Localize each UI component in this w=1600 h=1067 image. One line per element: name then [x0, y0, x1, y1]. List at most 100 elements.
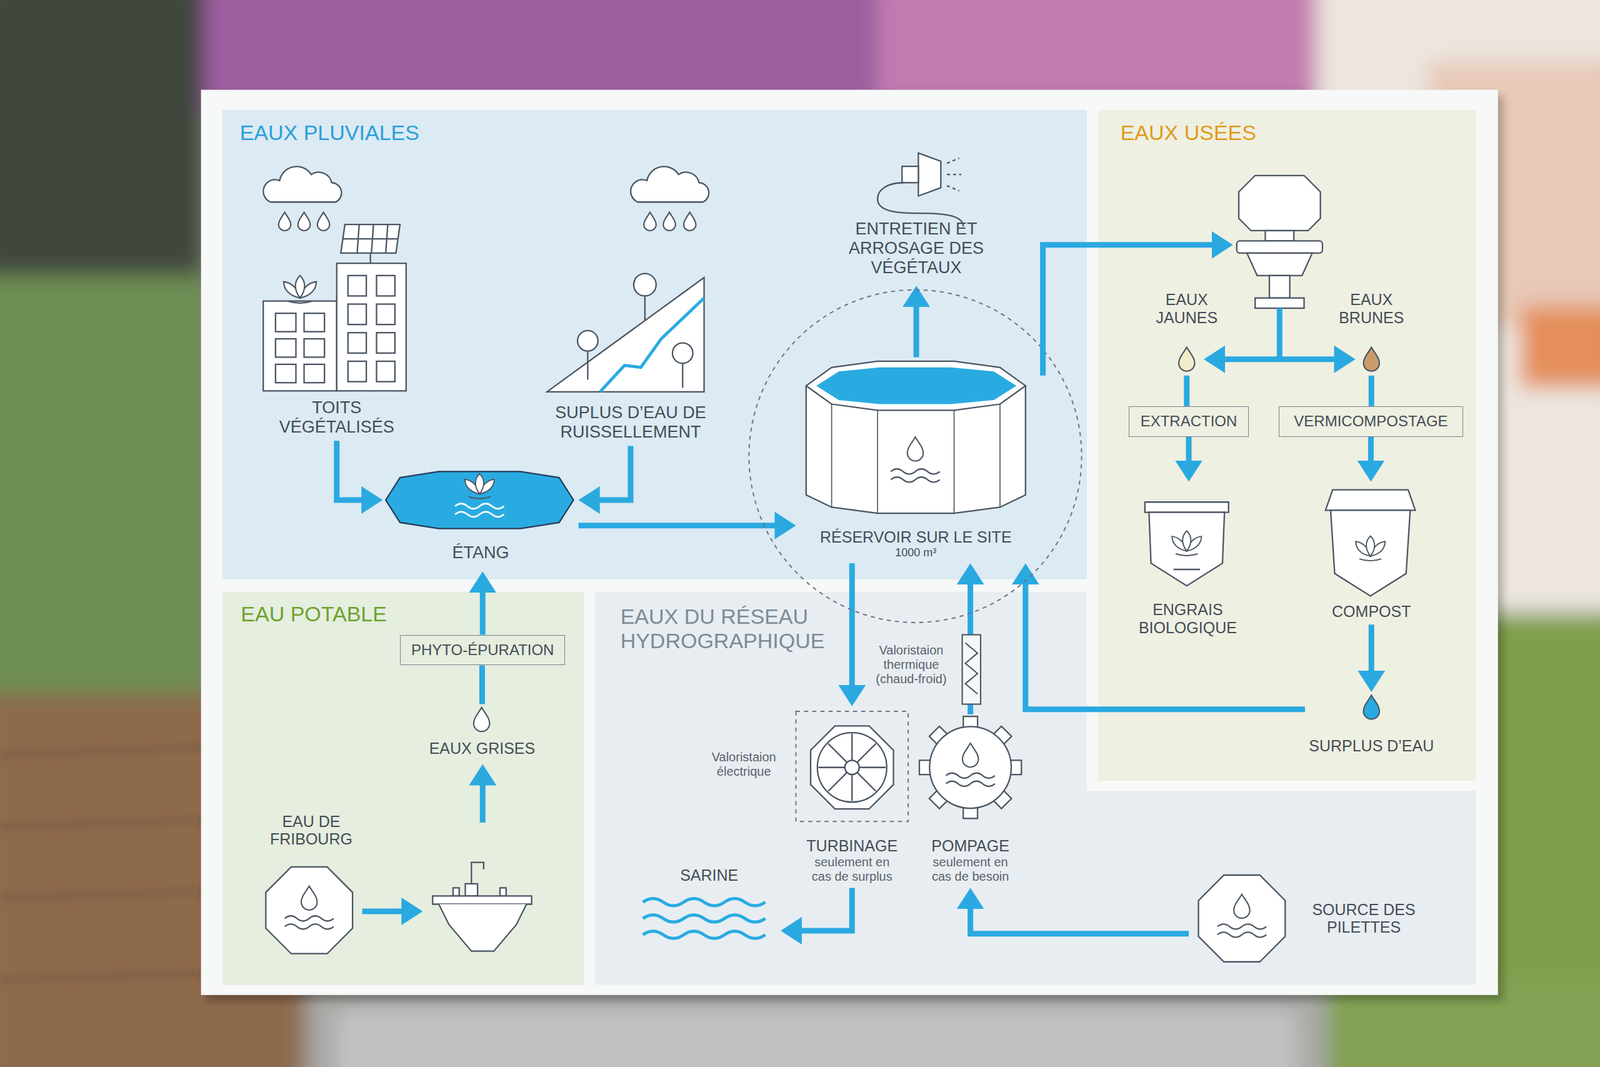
sprinkler-icon: [877, 153, 964, 227]
side-note: Valoristaion électrique: [704, 750, 784, 779]
fertilizer-bag: [1145, 501, 1229, 586]
node-label: EXTRACTION: [1140, 412, 1238, 430]
green-roof-buildings: [348, 361, 367, 382]
board: [201, 90, 1499, 995]
node-label: TURBINAGE: [806, 836, 898, 855]
pond-icon: [385, 471, 574, 529]
water-source-icon: [265, 866, 1285, 962]
green-roof-buildings: [263, 224, 407, 391]
node-label: ENGRAIS BIOLOGIQUE: [1126, 600, 1249, 637]
blurred-scenery: [0, 0, 205, 276]
blurred-scenery: [0, 275, 205, 715]
runoff-hill: [633, 273, 657, 297]
rain-cloud: [263, 166, 709, 231]
process-box: VERMICOMPOSTAGE: [1278, 406, 1464, 437]
pond-icon: [465, 473, 495, 499]
rain-cloud: [643, 212, 657, 231]
fertilizer-bag: [1148, 512, 1225, 587]
water-drop: [1178, 347, 1195, 372]
green-roof-buildings: [376, 332, 395, 354]
runoff-hill: [600, 298, 705, 392]
pump-gear: [945, 781, 995, 787]
green-roof-buildings: [275, 364, 297, 383]
green-roof-buildings: [304, 313, 325, 332]
green-roof-buildings: [376, 361, 395, 382]
flow-arrow: [1216, 356, 1343, 362]
rain-cloud: [263, 166, 342, 202]
region-panel: EAUX DU RÉSEAU HYDROGRAPHIQUETURBINAGEse…: [595, 591, 1477, 985]
runoff-hill: [586, 351, 589, 380]
green-roof-buildings: [263, 301, 337, 392]
green-roof-buildings: [283, 275, 317, 304]
flow-arrow: [591, 445, 631, 500]
pump-gear: [945, 773, 995, 779]
sink-icon: [453, 887, 460, 896]
sink-icon: [432, 862, 532, 952]
tank-icon: [806, 361, 1026, 410]
river-waves: [643, 931, 766, 939]
pond-icon: [455, 503, 504, 509]
flow-arrow: [1043, 245, 1221, 376]
green-roof-buildings: [348, 332, 367, 354]
side-note: Valoristaion thermique (chaud-froid): [871, 643, 951, 687]
panel-heading: EAUX DU RÉSEAU HYDROGRAPHIQUE: [620, 604, 856, 654]
flow-arrow: [1276, 308, 1283, 360]
green-roof-buildings: [376, 304, 395, 325]
process-box: EXTRACTION: [1128, 406, 1250, 437]
runoff-hill: [644, 295, 646, 320]
water-drop: [473, 347, 1380, 732]
blurred-scenery: [1520, 306, 1600, 389]
green-roof-buildings: [304, 364, 325, 383]
turbine-icon: [845, 760, 860, 775]
node-label: COMPOST: [1331, 602, 1411, 621]
flow-arrow: [970, 900, 1189, 934]
runoff-hill: [546, 273, 704, 392]
turbine-icon: [817, 732, 887, 802]
turbine-icon: [795, 711, 909, 822]
node-note: 1000 m³: [895, 546, 937, 560]
toilet-icon: [1265, 230, 1294, 241]
pond-icon: [385, 471, 574, 529]
flow-arrow: [1183, 375, 1190, 407]
heat-exchanger: [962, 634, 981, 704]
node-label: ENTRETIEN ET ARROSAGE DES VÉGÉTAUX: [809, 219, 1024, 278]
sink-icon: [500, 887, 507, 896]
green-roof-buildings: [275, 313, 297, 332]
rain-cloud: [317, 212, 330, 231]
green-roof-buildings: [348, 304, 367, 325]
flow-arrow: [793, 887, 852, 931]
panel-heading: EAUX USÉES: [1120, 120, 1257, 145]
sprinkler-icon: [946, 158, 962, 191]
flow-arrow: [336, 440, 370, 500]
water-source-icon: [265, 866, 353, 954]
flow-arrow: [1186, 436, 1192, 470]
green-roof-buildings: [275, 338, 297, 357]
node-label: POMPAGE: [931, 836, 1010, 855]
flow-arrow: [480, 583, 486, 635]
compost-bin: [1355, 535, 1385, 561]
runoff-hill: [672, 343, 694, 364]
flow-arrow: [913, 298, 920, 357]
sprinkler-icon: [901, 166, 919, 183]
node-label: SARINE: [680, 866, 739, 885]
flow-arrow: [1368, 375, 1375, 407]
tank-icon: [890, 476, 940, 482]
water-drop: [1363, 347, 1380, 372]
node-label: TOITS VÉGÉTALISÉS: [265, 398, 409, 437]
river-waves: [643, 898, 766, 939]
compost-bin: [1325, 490, 1416, 511]
tank-icon: [806, 361, 1026, 514]
river-waves: [643, 898, 766, 906]
pump-gear: [919, 716, 1022, 819]
pump-gear: [929, 726, 1012, 809]
heat-exchanger: [965, 643, 978, 695]
region-ground: [595, 591, 1477, 985]
compost-bin: [1330, 510, 1410, 596]
heat-exchanger: [962, 634, 981, 704]
green-roof-buildings: [376, 275, 395, 297]
node-label: SUPLUS D’EAU DE RUISSELLEMENT: [543, 403, 719, 442]
water-drop: [473, 707, 490, 732]
compost-bin: [1325, 490, 1416, 597]
